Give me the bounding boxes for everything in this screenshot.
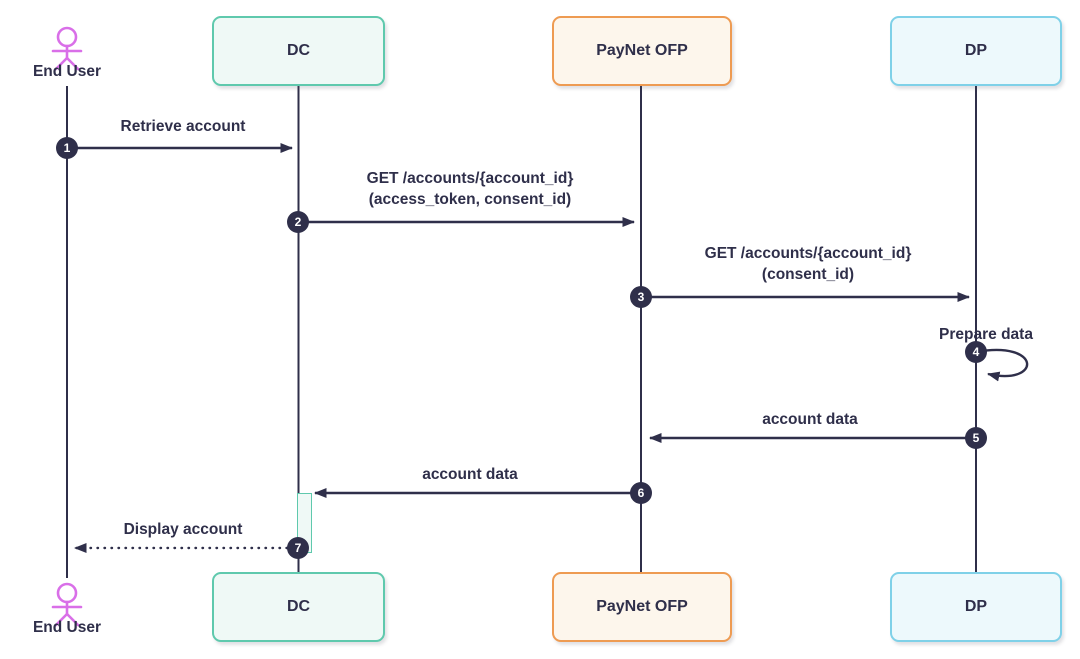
participant-dp-top: DP [890,16,1062,86]
participant-dc-label: DC [286,42,311,59]
message-3-line1: GET /accounts/{account_id} [704,245,912,262]
participant-paynet-ofp-label: PayNet OFP [596,42,688,59]
arrow-prepare-data-self-loop [975,348,1029,382]
participant-dc-label: DC [286,598,311,615]
end-user-label-top: End User [32,63,102,80]
seq-badge-1: 1 [56,137,78,159]
seq-badge-6: 6 [630,482,652,504]
message-5-label: account data [762,411,858,428]
participant-dp-bottom: DP [890,572,1062,642]
message-2-line1: GET /accounts/{account_id} [366,170,574,187]
participant-dc-top: DC [212,16,385,86]
end-user-label-bottom: End User [32,619,102,636]
participant-paynet-ofp-label: PayNet OFP [596,598,688,615]
message-2-line2: (access_token, consent_id) [368,191,572,208]
message-1-label: Retrieve account [120,118,246,135]
seq-badge-2: 2 [287,211,309,233]
end-user-figure-icon [51,26,83,71]
seq-badge-3: 3 [630,286,652,308]
end-user-figure-bottom-icon [51,582,83,627]
participant-paynet-ofp-top: PayNet OFP [552,16,732,86]
participant-dp-label: DP [964,598,988,615]
message-2-label: GET /accounts/{account_id} (access_token… [367,168,574,210]
seq-badge-5: 5 [965,427,987,449]
message-6-label: account data [422,466,518,483]
seq-badge-4: 4 [965,341,987,363]
participant-paynet-ofp-bottom: PayNet OFP [552,572,732,642]
participant-dp-label: DP [964,42,988,59]
message-4-label: Prepare data [939,326,1033,343]
message-3-line2: (consent_id) [761,266,855,283]
message-7-label: Display account [123,521,243,538]
seq-badge-7: 7 [287,537,309,559]
participant-dc-bottom: DC [212,572,385,642]
message-3-label: GET /accounts/{account_id} (consent_id) [705,243,912,285]
